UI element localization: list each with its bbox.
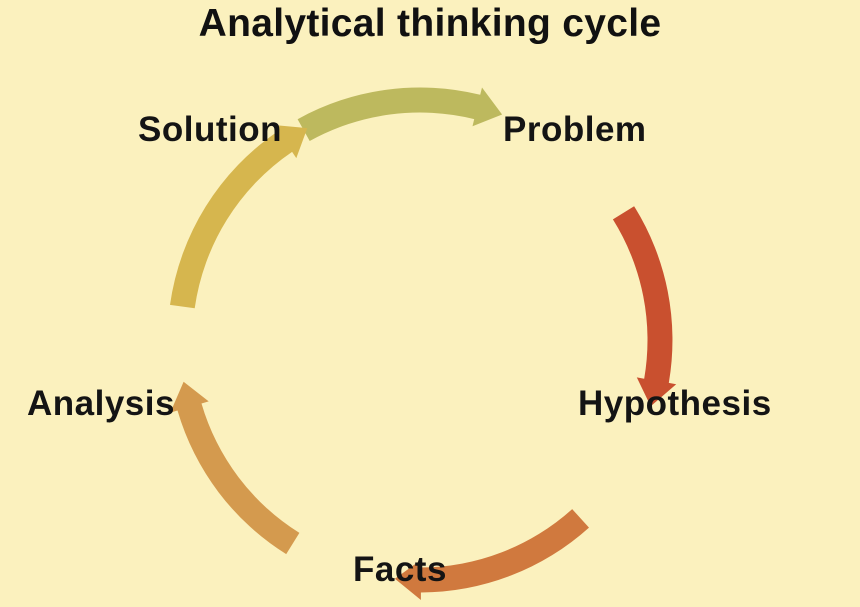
node-hypothesis: Hypothesis	[578, 384, 772, 423]
arrow-analysis-to-solution	[170, 125, 308, 309]
node-problem: Problem	[503, 110, 647, 149]
arrow-solution-to-problem	[297, 87, 503, 141]
node-solution: Solution	[138, 110, 282, 149]
arrow-problem-to-hypothesis	[612, 206, 677, 407]
arrow-facts-to-analysis	[170, 381, 300, 555]
diagram-title: Analytical thinking cycle	[198, 2, 662, 45]
node-analysis: Analysis	[27, 384, 175, 423]
node-facts: Facts	[353, 550, 447, 589]
arrow-hypothesis-to-facts	[394, 509, 589, 600]
